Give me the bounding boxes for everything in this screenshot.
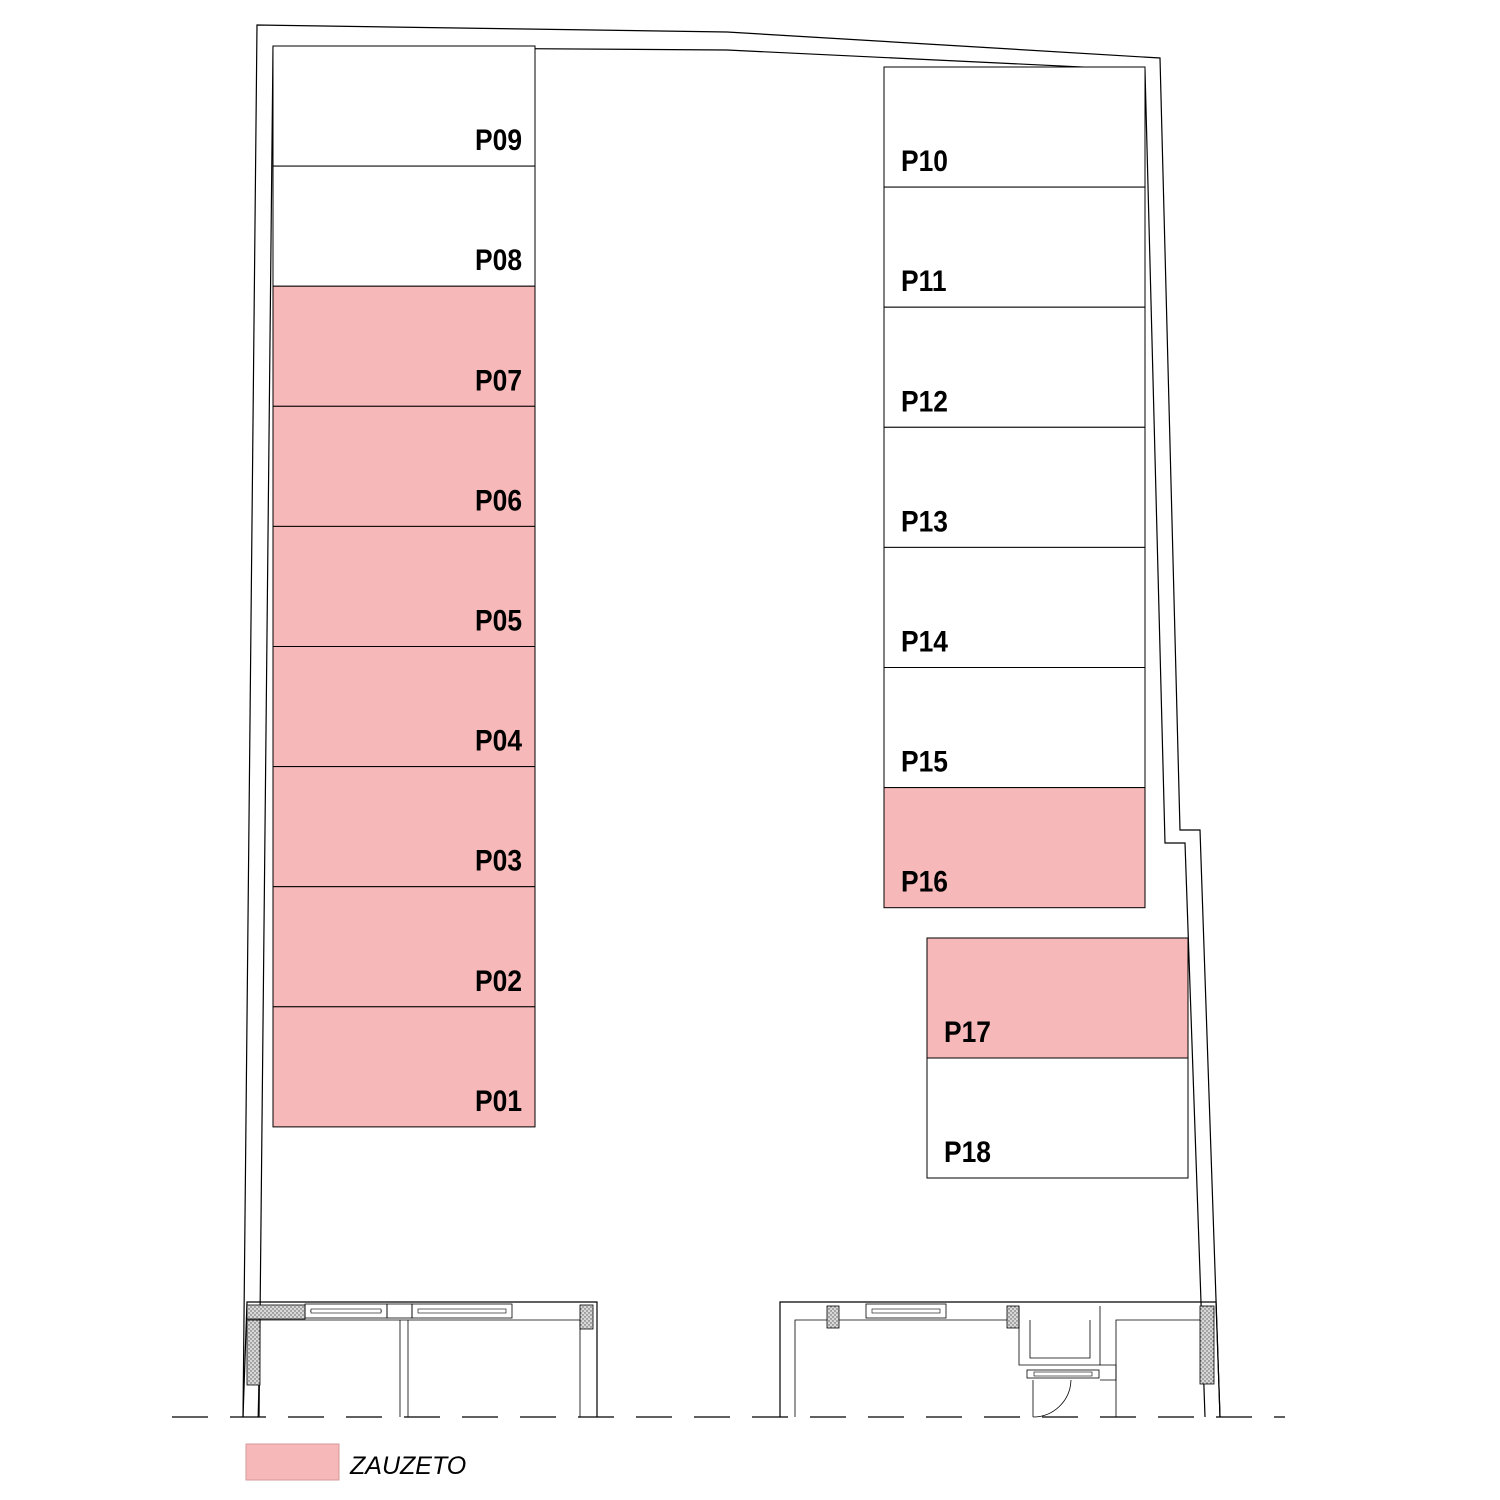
parking-spot-label: P06 [475,483,522,517]
window-left-1 [304,1303,388,1319]
parking-spot-area[interactable] [272,525,536,648]
parking-spot-area[interactable] [926,1057,1189,1179]
parking-spot-p09[interactable]: P09 [272,45,536,167]
parking-spot-label: P01 [475,1083,522,1117]
parking-spot-area[interactable] [883,546,1146,669]
building-right [779,1301,1221,1418]
window-left-2 [411,1303,513,1319]
parking-spot-area[interactable] [272,405,536,527]
window-right-1 [865,1303,947,1319]
entrance-door [1026,1369,1100,1418]
parking-spot-area[interactable] [883,306,1146,428]
parking-spot-p11[interactable]: P11 [883,186,1146,308]
parking-spot-p16[interactable]: P16 [883,787,1146,909]
parking-spot-label: P16 [901,864,948,898]
legend-label: ZAUZETO [349,1452,466,1480]
parking-spot-p05[interactable]: P05 [272,525,536,648]
parking-spot-label: P02 [475,963,522,997]
parking-spot-label: P14 [901,624,948,658]
parking-spot-area[interactable] [272,165,536,287]
parking-spot-label: P18 [944,1134,991,1168]
legend-swatch-occupied [245,1443,340,1481]
building-left [242,1301,598,1418]
parking-spot-p04[interactable]: P04 [272,646,536,768]
parking-spot-area[interactable] [883,66,1146,188]
parking-spot-label: P12 [901,384,948,418]
parking-spot-label: P07 [475,363,522,397]
parking-spot-area[interactable] [272,646,536,768]
parking-spot-label: P05 [475,603,522,637]
parking-spot-area[interactable] [272,1006,536,1128]
parking-spot-label: P17 [944,1014,991,1048]
parking-spot-p14[interactable]: P14 [883,546,1146,669]
parking-spot-p06[interactable]: P06 [272,405,536,527]
parking-spot-label: P08 [475,243,522,277]
parking-spot-label: P09 [475,122,522,156]
parking-spot-label: P04 [475,723,522,757]
parking-spot-area[interactable] [883,787,1146,909]
parking-spot-label: P03 [475,843,522,877]
parking-spot-area[interactable] [926,937,1189,1059]
parking-spot-area[interactable] [272,766,536,888]
parking-spot-area[interactable] [272,285,536,407]
parking-spot-p07[interactable]: P07 [272,285,536,407]
parking-spot-p17[interactable]: P17 [926,937,1189,1059]
parking-spot-label: P13 [901,504,948,538]
parking-spot-p12[interactable]: P12 [883,306,1146,428]
parking-spot-p13[interactable]: P13 [883,426,1146,548]
parking-spot-area[interactable] [883,667,1146,789]
parking-spot-p15[interactable]: P15 [883,667,1146,789]
parking-spot-label: P10 [901,143,948,177]
parking-spot-area[interactable] [272,886,536,1008]
parking-spot-area[interactable] [883,186,1146,308]
parking-spot-p02[interactable]: P02 [272,886,536,1008]
legend: ZAUZETO [245,1443,466,1481]
parking-spot-area[interactable] [883,426,1146,548]
parking-spot-p01[interactable]: P01 [272,1006,536,1128]
parking-spot-label: P11 [901,264,947,298]
parking-spot-label: P15 [901,744,948,778]
parking-spot-p18[interactable]: P18 [926,1057,1189,1179]
parking-spot-area[interactable] [272,45,536,167]
parking-spot-p08[interactable]: P08 [272,165,536,287]
parking-spot-p03[interactable]: P03 [272,766,536,888]
parking-spot-p10[interactable]: P10 [883,66,1146,188]
